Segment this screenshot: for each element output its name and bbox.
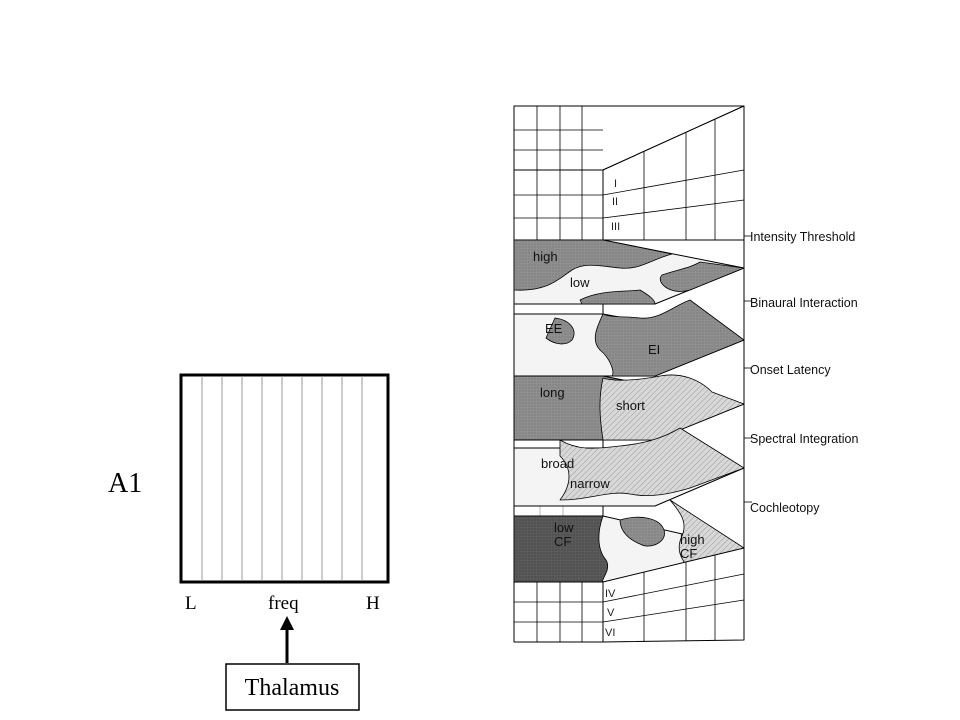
label-ei: EI [648,342,660,357]
map-title-onset-latency: Onset Latency [750,363,831,377]
map-spectral-integration [513,427,745,507]
map-title-cochleotopy: Cochleotopy [750,501,820,515]
label-high-cf: high CF [680,532,708,561]
front-face-top [513,169,604,241]
map-intensity-threshold [513,239,745,305]
a1-frequency-box [179,373,390,584]
label-low-cf: low CF [554,520,577,549]
layer-label-I: I [614,178,617,190]
thalamic-input-arrow [280,616,294,663]
freq-high-label: H [366,593,380,614]
map-binaural-interaction [513,299,745,377]
label-high: high [533,249,558,264]
map-title-binaural-interaction: Binaural Interaction [750,296,858,310]
top-layers-block [513,105,745,241]
label-low-cf-text: low [554,520,574,535]
layer-label-VI: VI [605,627,615,639]
label-ee: EE [545,321,563,336]
a1-schematic: A1 L freq H Thalamus [108,373,390,711]
map-title-spectral-integration: Spectral Integration [750,432,858,446]
label-high-cf-text: high [680,532,705,547]
label-low-cf-text-2: CF [554,534,571,549]
thalamus-box [225,663,360,711]
bottom-layers-block [513,547,745,643]
cortical-column: I II III high low Intensity Threshold [513,105,858,643]
map-title-intensity-threshold: Intensity Threshold [750,230,855,244]
freq-low-label: L [185,593,197,614]
label-narrow: narrow [570,476,610,491]
label-long: long [540,385,565,400]
label-high-cf-text-2: CF [680,546,697,561]
label-low: low [570,275,590,290]
layer-label-II: II [612,196,618,208]
layer-label-V: V [607,607,615,619]
label-broad: broad [541,456,574,471]
layer-label-IV: IV [605,588,616,600]
layer-label-III: III [611,221,620,233]
label-short: short [616,398,645,413]
front-face-bottom [513,581,604,643]
thalamus-label: Thalamus [245,675,340,701]
map-onset-latency [513,374,745,441]
a1-label: A1 [108,468,142,499]
iso-frequency-bands [201,376,363,581]
freq-axis-label: freq [268,593,299,614]
